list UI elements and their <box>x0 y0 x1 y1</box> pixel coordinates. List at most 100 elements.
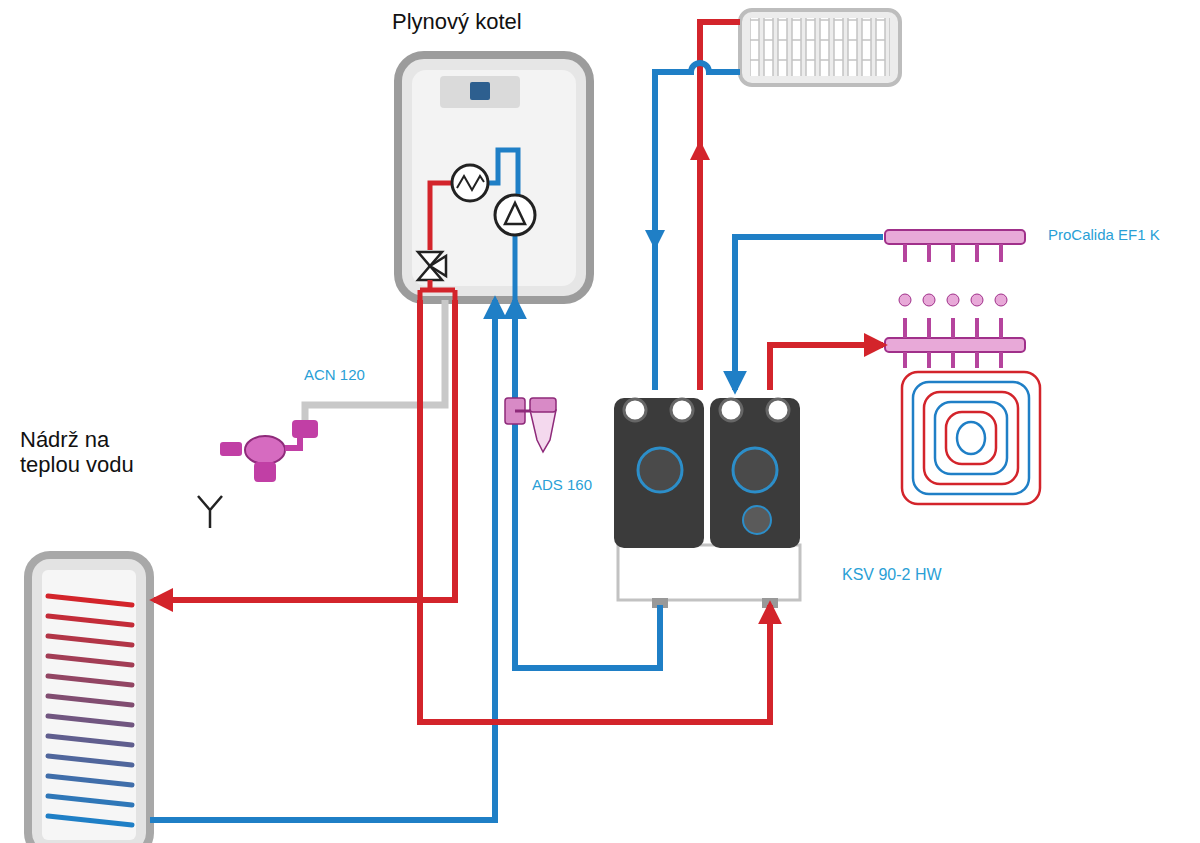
safety-valve <box>220 420 318 482</box>
floor-manifold-part <box>903 244 907 262</box>
floor-heating-loop-part <box>957 422 985 454</box>
pump-station-part <box>614 398 704 548</box>
pump-station-node: KSV 90-2 HW <box>610 390 805 605</box>
flow-arrow <box>690 140 710 160</box>
gas-boiler-part <box>440 76 520 108</box>
hot-water-tank-node: Nádrž na teplou vodu <box>28 555 152 843</box>
supply-pipe <box>420 300 770 722</box>
floor-manifold-part <box>885 338 1025 352</box>
floor-heating-loop-part <box>935 402 1007 474</box>
radiator <box>740 10 900 85</box>
safety-valve-part <box>292 420 318 438</box>
return-pipe <box>515 300 660 668</box>
floor-manifold-part <box>975 244 979 262</box>
floor-manifold-part <box>927 318 931 338</box>
floor-manifold-part <box>999 244 1003 262</box>
floor-manifold-part <box>999 318 1003 338</box>
hot-water-tank-part <box>48 636 132 645</box>
floor-manifold-part <box>927 352 931 368</box>
floor-manifold-part <box>947 294 959 306</box>
floor-manifold-part <box>903 352 907 368</box>
hot-water-tank-part <box>48 796 132 805</box>
floor-manifold-part <box>927 244 931 262</box>
gas-boiler-part <box>430 256 446 276</box>
part-label: ACN 120 <box>302 366 367 383</box>
pump-station-part <box>767 399 789 421</box>
gas-boiler <box>398 55 590 300</box>
safety-valve-part <box>254 462 276 482</box>
floor-heating-loop <box>902 372 1040 504</box>
pump-station-part <box>618 545 800 600</box>
dirt-separator-part <box>530 398 556 412</box>
pump-station-part <box>638 448 682 492</box>
gas-boiler-part <box>452 165 488 201</box>
drain-pipe <box>305 300 445 425</box>
pump-station-part <box>710 398 800 548</box>
pump-station-part <box>624 399 646 421</box>
hot-water-tank-part <box>48 596 132 605</box>
part-label: ADS 160 <box>530 476 594 493</box>
hot-water-tank-part <box>48 736 132 745</box>
supply-pipe <box>154 300 455 600</box>
node-heading: Plynový kotel <box>392 9 522 34</box>
pump-station <box>614 398 800 608</box>
gas-boiler-node: Plynový kotel <box>398 55 590 300</box>
gas-boiler-part <box>398 55 590 300</box>
pump-station-part <box>743 506 771 534</box>
pump-station-part <box>671 399 693 421</box>
flow-arrow <box>645 230 665 250</box>
return-pipe <box>735 237 883 390</box>
hot-water-tank-part <box>48 676 132 685</box>
floor-manifold-part <box>975 318 979 338</box>
hot-water-tank <box>28 555 150 843</box>
hot-water-tank-part <box>42 570 136 840</box>
hot-water-tank-part <box>48 616 132 625</box>
gas-boiler-part <box>470 82 490 100</box>
hot-water-tank-part <box>48 756 132 765</box>
floor-manifold-part <box>995 294 1007 306</box>
hot-water-tank-part <box>48 656 132 665</box>
dirt-separator-part <box>530 410 556 452</box>
hot-water-tank-part <box>48 696 132 705</box>
safety-valve-part <box>245 436 285 464</box>
floor-manifold-part <box>923 294 935 306</box>
drain-funnel <box>198 496 222 528</box>
floor-heating-loop-part <box>946 412 996 464</box>
floor-manifold-part <box>951 244 955 262</box>
gas-boiler-part <box>505 203 525 224</box>
radiator-return-pipe <box>655 63 740 390</box>
supply-pipe <box>770 345 883 390</box>
gas-boiler-part <box>420 280 455 300</box>
floor-manifold <box>885 230 1025 368</box>
gas-boiler-part <box>495 195 535 235</box>
radiator-part <box>740 10 900 85</box>
radiator-part <box>750 18 890 76</box>
floor-manifold-part <box>899 294 911 306</box>
floor-manifold-part <box>975 352 979 368</box>
gas-boiler-part <box>430 183 452 250</box>
floor-heating-loop-part <box>902 372 1040 504</box>
safety-valve-part <box>285 438 300 448</box>
safety-valve-part <box>220 442 242 456</box>
manifold-node: ProCalida EF1 K <box>880 220 1045 510</box>
floor-manifold-part <box>999 352 1003 368</box>
node-heading: KSV 90-2 HW <box>842 566 942 584</box>
gas-boiler-part <box>488 150 518 195</box>
floor-heating-loop-part <box>924 392 1018 484</box>
gas-boiler-part <box>513 235 518 300</box>
floor-manifold-part <box>971 294 983 306</box>
node-heading: ProCalida EF1 K <box>1048 226 1160 243</box>
gas-boiler-part <box>457 176 484 190</box>
floor-manifold-part <box>951 352 955 368</box>
node-heading: Nádrž na teplou vodu <box>20 427 170 478</box>
pump-station-part <box>733 448 777 492</box>
hot-water-tank-part <box>48 816 132 825</box>
floor-manifold-part <box>903 318 907 338</box>
floor-heating-loop-part <box>913 382 1029 494</box>
hot-water-tank-part <box>48 716 132 725</box>
floor-manifold-part <box>951 318 955 338</box>
dirt-separator <box>505 398 556 452</box>
dirt-separator-part <box>515 410 530 413</box>
